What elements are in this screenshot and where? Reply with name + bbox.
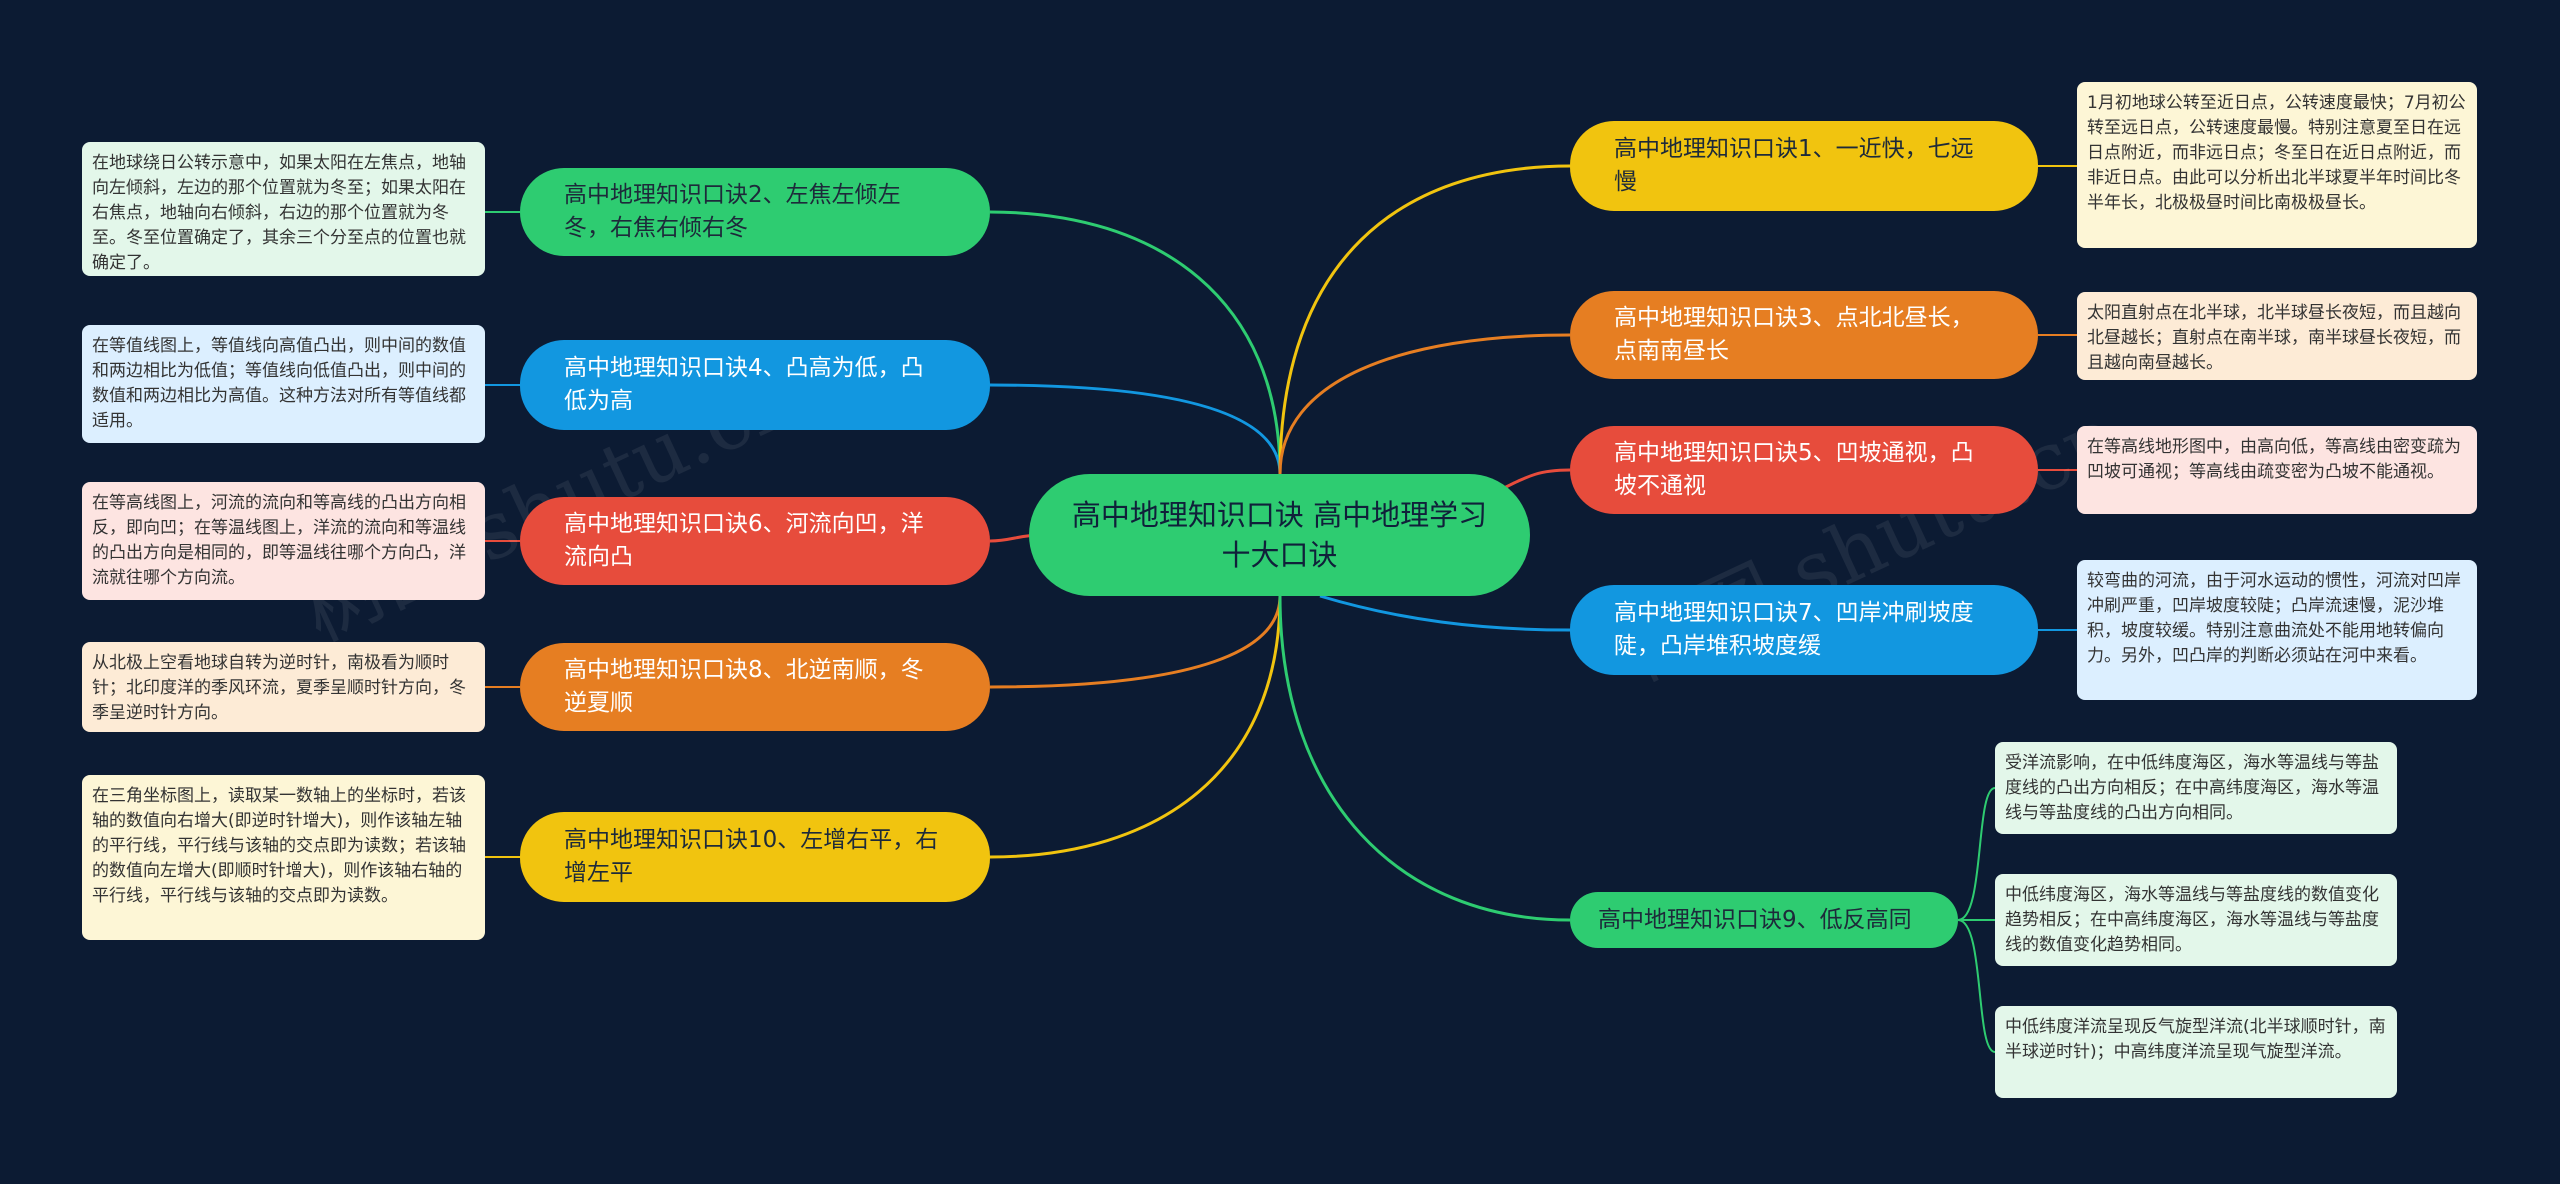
note-topic-10: 在三角坐标图上，读取某一数轴上的坐标时，若该轴的数值向右增大(即逆时针增大)，则… xyxy=(82,775,485,940)
note-topic-3: 太阳直射点在北半球，北半球昼长夜短，而且越向北昼越长；直射点在南半球，南半球昼长… xyxy=(2077,292,2477,380)
link-center-topic3 xyxy=(1278,333,1571,475)
link-center-topic8 xyxy=(989,595,1282,689)
note-topic-8: 从北极上空看地球自转为逆时针，南极看为顺时针；北印度洋的季风环流，夏季呈顺时针方… xyxy=(82,642,485,732)
note-topic-9-b: 中低纬度海区，海水等温线与等盐度线的数值变化趋势相反；在中高纬度海区，海水等温线… xyxy=(1995,874,2397,966)
link-topic9-note3 xyxy=(1957,919,1996,1053)
note-topic-5: 在等高线地形图中，由高向低，等高线由密变疏为凹坡可通视；等高线由疏变密为凸坡不能… xyxy=(2077,426,2477,514)
topic-4[interactable]: 高中地理知识口诀4、凸高为低，凸低为高 xyxy=(520,340,990,430)
topic-2[interactable]: 高中地理知识口诀2、左焦左倾左冬，右焦右倾右冬 xyxy=(520,168,990,256)
link-center-topic9 xyxy=(1278,595,1571,922)
central-topic[interactable]: 高中地理知识口诀 高中地理学习十大口诀 xyxy=(1029,474,1530,596)
topic-3[interactable]: 高中地理知识口诀3、点北北昼长，点南南昼长 xyxy=(1570,291,2038,379)
note-topic-6: 在等高线图上，河流的流向和等高线的凸出方向相反，即向凹；在等温线图上，洋流的流向… xyxy=(82,482,485,600)
note-topic-7: 较弯曲的河流，由于河水运动的惯性，河流对凹岸冲刷严重，凹岸坡度较陡；凸岸流速慢，… xyxy=(2077,560,2477,700)
topic-1[interactable]: 高中地理知识口诀1、一近快，七远慢 xyxy=(1570,121,2038,211)
link-topic9-note1 xyxy=(1957,787,1996,921)
note-topic-9-a: 受洋流影响，在中低纬度海区，海水等温线与等盐度线的凸出方向相反；在中高纬度海区，… xyxy=(1995,742,2397,834)
topic-7[interactable]: 高中地理知识口诀7、凹岸冲刷坡度陡，凸岸堆积坡度缓 xyxy=(1570,585,2038,675)
topic-9[interactable]: 高中地理知识口诀9、低反高同 xyxy=(1570,892,1958,948)
note-topic-1: 1月初地球公转至近日点，公转速度最快；7月初公转至远日点，公转速度最慢。特别注意… xyxy=(2077,82,2477,248)
link-center-topic4 xyxy=(989,383,1282,475)
link-center-topic10 xyxy=(989,595,1282,859)
topic-5[interactable]: 高中地理知识口诀5、凹坡通视，凸坡不通视 xyxy=(1570,426,2038,514)
note-topic-4: 在等值线图上，等值线向高值凸出，则中间的数值和两边相比为低值；等值线向低值凸出，… xyxy=(82,325,485,443)
note-topic-2: 在地球绕日公转示意中，如果太阳在左焦点，地轴向左倾斜，左边的那个位置就为冬至；如… xyxy=(82,142,485,276)
note-topic-9-c: 中低纬度洋流呈现反气旋型洋流(北半球顺时针，南半球逆时针)；中高纬度洋流呈现气旋… xyxy=(1995,1006,2397,1098)
topic-8[interactable]: 高中地理知识口诀8、北逆南顺，冬逆夏顺 xyxy=(520,643,990,731)
link-center-topic2 xyxy=(989,210,1282,475)
link-center-topic5 xyxy=(1499,468,1571,492)
topic-6[interactable]: 高中地理知识口诀6、河流向凹，洋流向凸 xyxy=(520,497,990,585)
link-center-topic7 xyxy=(1319,594,1571,632)
topic-10[interactable]: 高中地理知识口诀10、左增右平，右增左平 xyxy=(520,812,990,902)
link-center-topic1 xyxy=(1278,164,1571,475)
